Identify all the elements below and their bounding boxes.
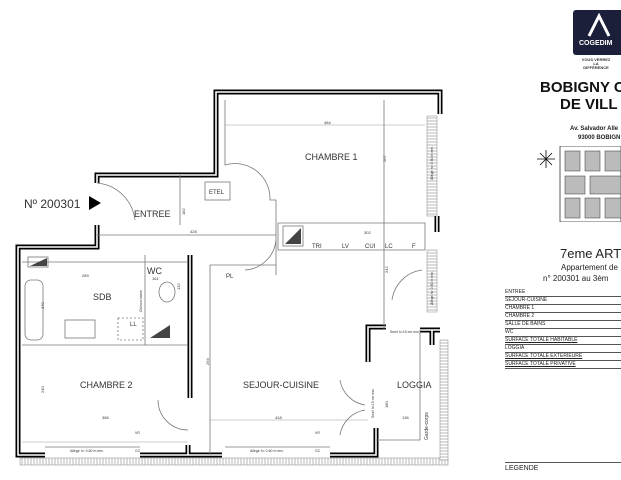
apartment-type: Appartement de <box>561 263 618 272</box>
kitchen-item-cui: CUI <box>365 244 376 250</box>
cogedim-logo: COGEDIM <box>573 10 621 55</box>
note-seuil-side: Seuil h=15 cm env. <box>371 388 375 418</box>
apartment-number-floor: n° 200301 au 3èm <box>543 274 609 283</box>
room-label-chambre-2: CHAMBRE 2 <box>80 380 133 390</box>
surface-row-wc: WC <box>505 329 621 337</box>
label-pl: PL <box>226 274 234 280</box>
dim-chambre2-depth: 240 <box>40 386 45 393</box>
dim-kitchen-run: 302 <box>364 230 371 235</box>
window-strip-right-mid <box>426 249 438 313</box>
surface-row-loggia: LOGGIA <box>505 345 621 353</box>
address-line1: Av. Salvador Alle <box>570 126 619 132</box>
kitchen-item-tri: TRI <box>312 244 322 250</box>
surface-row-sdb: SALLE DE BAINS <box>505 321 621 329</box>
balcony-railing-right <box>439 339 449 461</box>
interior-partitions <box>22 100 426 455</box>
note-vr-chambre2: VR <box>135 431 140 435</box>
dim-sejour-depth: 294 <box>205 358 210 365</box>
kitchen-item-lv: LV <box>342 244 349 250</box>
surface-row-total-habitable: SURFACE TOTALE HABITABLE <box>505 337 621 345</box>
project-title-line2: DE VILL <box>560 96 618 113</box>
info-panel: COGEDIM VOUS VERREZ LA DIFFÉRENCE BOBIGN… <box>500 0 621 480</box>
note-allege-chambre1: Allège h= 0.60 m env. <box>430 146 434 180</box>
note-cloison: Cloison basse <box>139 290 143 312</box>
dim-wc-depth: 132 <box>176 283 181 290</box>
dim-sdb-width: 289 <box>82 273 89 278</box>
dim-loggia-depth: 180 <box>384 401 389 408</box>
room-label-wc: WC <box>147 266 162 276</box>
legend-heading: LEGENDE <box>505 462 621 473</box>
kitchen-item-lc: LC <box>385 244 393 250</box>
room-label-etel: ETEL <box>209 190 225 196</box>
dim-loggia-width: 136 <box>402 415 409 420</box>
dim-sdb-depth: 170 <box>40 302 45 309</box>
note-allege-sejour: Allège h= 0.60 m env. <box>250 449 284 453</box>
surface-table: ENTREE SEJOUR-CUISINE CHAMBRE 1 CHAMBRE … <box>505 289 621 369</box>
label-ll: LL <box>130 322 137 328</box>
logo-mark-icon <box>587 12 611 37</box>
dim-chambre2-width: 366 <box>102 415 109 420</box>
surface-row-sejour: SEJOUR-CUISINE <box>505 297 621 305</box>
project-title-line1: BOBIGNY C <box>540 79 621 96</box>
program-name: 7eme ART <box>560 246 621 261</box>
dim-chambre1-width: 484 <box>324 120 331 125</box>
brand-name: COGEDIM <box>579 40 613 47</box>
room-label-entree: ENTREE <box>134 209 171 219</box>
address-line2: 93000 BOBIGN <box>578 135 621 141</box>
surface-row-total-privative: SURFACE TOTALE PRIVATIVE <box>505 361 621 369</box>
surface-row-chambre2: CHAMBRE 2 <box>505 313 621 321</box>
note-seuil-top: Seuil h=15 cm env. <box>390 330 420 334</box>
note-gc-chambre2: GC <box>135 449 141 453</box>
dim-sejour-width: 418 <box>275 415 282 420</box>
room-label-sdb: SDB <box>93 292 112 302</box>
dim-wc-width: 161 <box>152 276 159 281</box>
apartment-number: Nº 200301 <box>24 197 81 211</box>
brand-tagline: VOUS VERREZ LA DIFFÉRENCE <box>581 57 611 70</box>
window-strip-right-top <box>426 115 438 217</box>
north-arrow-icon <box>537 150 555 168</box>
note-gc-sejour: GC <box>315 449 321 453</box>
site-plan-thumbnail <box>537 146 621 222</box>
room-label-loggia: LOGGIA <box>397 380 432 390</box>
note-garde-corps: Garde-corps <box>424 412 430 440</box>
entrance-arrow-icon <box>89 196 101 210</box>
kitchen-item-f: F <box>412 244 416 250</box>
note-allege-sejour-right: Allège h= 0.60 m env. <box>430 271 434 305</box>
room-label-sejour-cuisine: SEJOUR-CUISINE <box>243 380 319 390</box>
exterior-walls <box>15 89 443 458</box>
floor-plan: Nº 200301 CHAMBRE 1 ETEL ENTREE WC SDB C… <box>15 89 449 466</box>
room-label-chambre-1: CHAMBRE 1 <box>305 152 358 162</box>
surface-row-entree: ENTREE <box>505 289 621 297</box>
balcony-railing-bottom <box>19 457 449 466</box>
note-allege-chambre2: Allège h= 0.60 m env. <box>70 449 104 453</box>
dim-chambre1-depth: 267 <box>382 155 387 162</box>
dim-sejour-right: 242 <box>384 266 389 273</box>
surface-row-total-exterieure: SURFACE TOTALE EXTERIEURE <box>505 353 621 361</box>
dim-entree-width: 428 <box>190 229 197 234</box>
dim-entree-depth: 182 <box>181 208 186 215</box>
surface-row-chambre1: CHAMBRE 1 <box>505 305 621 313</box>
note-vr-sejour: VR <box>315 431 320 435</box>
